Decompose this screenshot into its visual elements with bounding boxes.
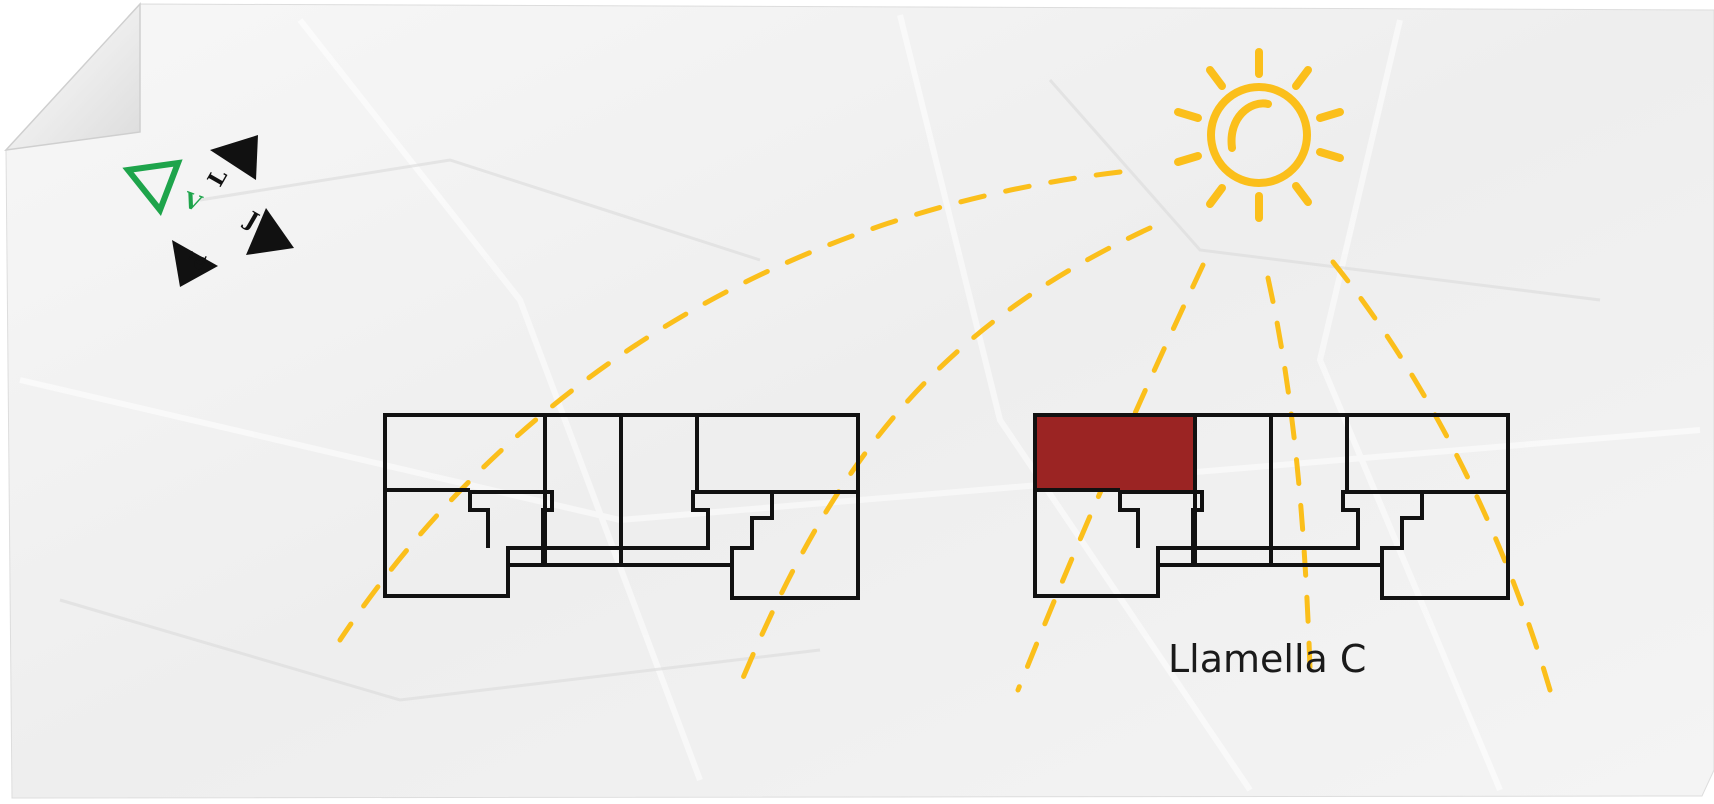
highlighted-unit <box>1035 417 1193 490</box>
paper-sheet <box>5 3 1714 799</box>
paper-curl-icon <box>4 2 141 152</box>
building-label: Llamella C <box>1168 637 1366 681</box>
sun-ray-2 <box>737 225 1153 688</box>
sun-ray-5 <box>1330 259 1553 693</box>
building-plan-right <box>1033 413 1510 600</box>
sun-ray-1 <box>337 169 1123 643</box>
building-plan-left <box>383 413 860 600</box>
paper-shadows <box>59 79 1601 702</box>
logo-icon: V L J P <box>122 135 294 287</box>
sun-ray-4 <box>1265 275 1313 671</box>
sun-icon <box>1174 48 1344 222</box>
